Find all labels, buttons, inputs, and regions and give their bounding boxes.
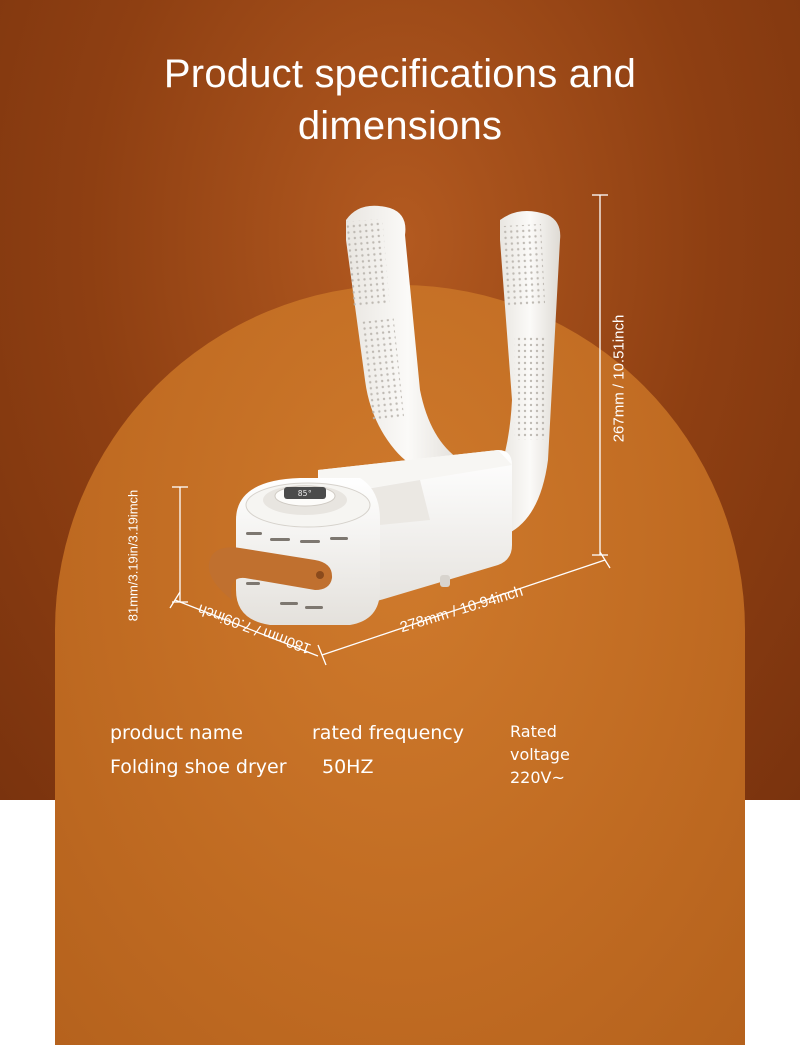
svg-text:85°: 85° xyxy=(298,489,312,498)
digital-display-icon: 85° xyxy=(284,487,326,499)
spec-voltage-header-1: Rated xyxy=(510,722,557,741)
spec-name-value: Folding shoe dryer xyxy=(110,756,287,778)
dryer-front-housing: 85° xyxy=(236,478,380,625)
depth-dimension-label: 81mm/3.19in/3.19imch xyxy=(125,489,141,622)
spec-voltage-header-2: voltage xyxy=(510,745,570,764)
spec-frequency-header: rated frequency xyxy=(312,722,464,744)
spec-name-header: product name xyxy=(110,722,243,744)
page-title: Product specifications and dimensions xyxy=(0,48,800,152)
left-dryer-arm xyxy=(346,205,470,480)
product-illustration: 85° xyxy=(169,194,611,666)
width-line xyxy=(174,599,319,657)
height-dimension-label: 267mm / 10.51inch xyxy=(610,314,628,443)
spec-voltage-value: 220V~ xyxy=(510,768,565,787)
spec-frequency-value: 50HZ xyxy=(322,756,374,778)
right-dryer-arm xyxy=(500,211,561,535)
dimension-lines xyxy=(169,194,611,666)
length-line xyxy=(321,559,606,656)
leather-strap-handle xyxy=(208,547,333,600)
vent-slots xyxy=(244,532,348,609)
title-line-1: Product specifications and xyxy=(163,52,637,96)
title-line-2: dimensions xyxy=(297,104,503,148)
